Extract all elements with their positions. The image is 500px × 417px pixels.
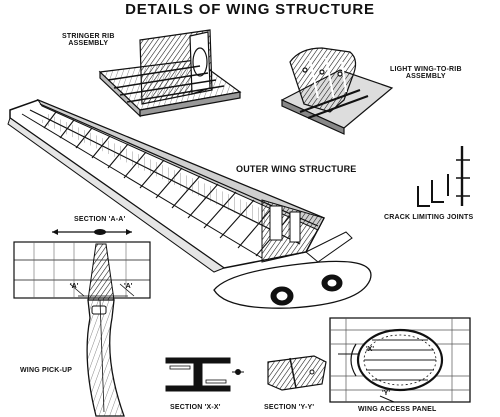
light-wing-rib-label-line2: ASSEMBLY (405, 73, 446, 81)
section-aa-label: SECTION 'A-A' (74, 216, 126, 223)
mark-y: 'Y' (382, 390, 390, 397)
crack-limiting-label: CRACK LIMITING JOINTS (384, 214, 474, 221)
mark-a-right: 'A' (124, 283, 133, 290)
section-xx-label: SECTION 'X-X' (170, 404, 221, 411)
mark-a-left: 'A' (70, 283, 79, 290)
wing-pick-up (86, 299, 125, 417)
page-title: DETAILS OF WING STRUCTURE (125, 1, 375, 18)
wing-access-label: WING ACCESS PANEL (358, 406, 437, 413)
mark-x: 'X' (366, 346, 374, 353)
section-a-a (13, 229, 151, 301)
outer-wing-label: OUTER WING STRUCTURE (236, 164, 357, 174)
wing-pickup-label: WING PICK-UP (20, 367, 73, 374)
light-wing-to-rib-assembly (280, 47, 394, 135)
light-wing-rib-label: LIGHT WING-TO-RIB ASSEMBLY (390, 66, 462, 81)
stringer-rib-label-line1: STRINGER RIB (62, 33, 115, 40)
stringer-rib-assembly (98, 29, 242, 118)
crack-limiting-joints (417, 146, 470, 207)
stringer-rib-label-line2: ASSEMBLY (68, 40, 109, 48)
wing-access-panel (329, 317, 471, 403)
outer-wing-structure (7, 98, 372, 309)
stringer-rib-label: STRINGER RIB ASSEMBLY (62, 33, 115, 48)
section-x-x (165, 357, 244, 392)
section-yy-label: SECTION 'Y-Y' (264, 404, 315, 411)
section-y-y (267, 355, 327, 391)
light-wing-rib-label-line1: LIGHT WING-TO-RIB (390, 66, 462, 73)
